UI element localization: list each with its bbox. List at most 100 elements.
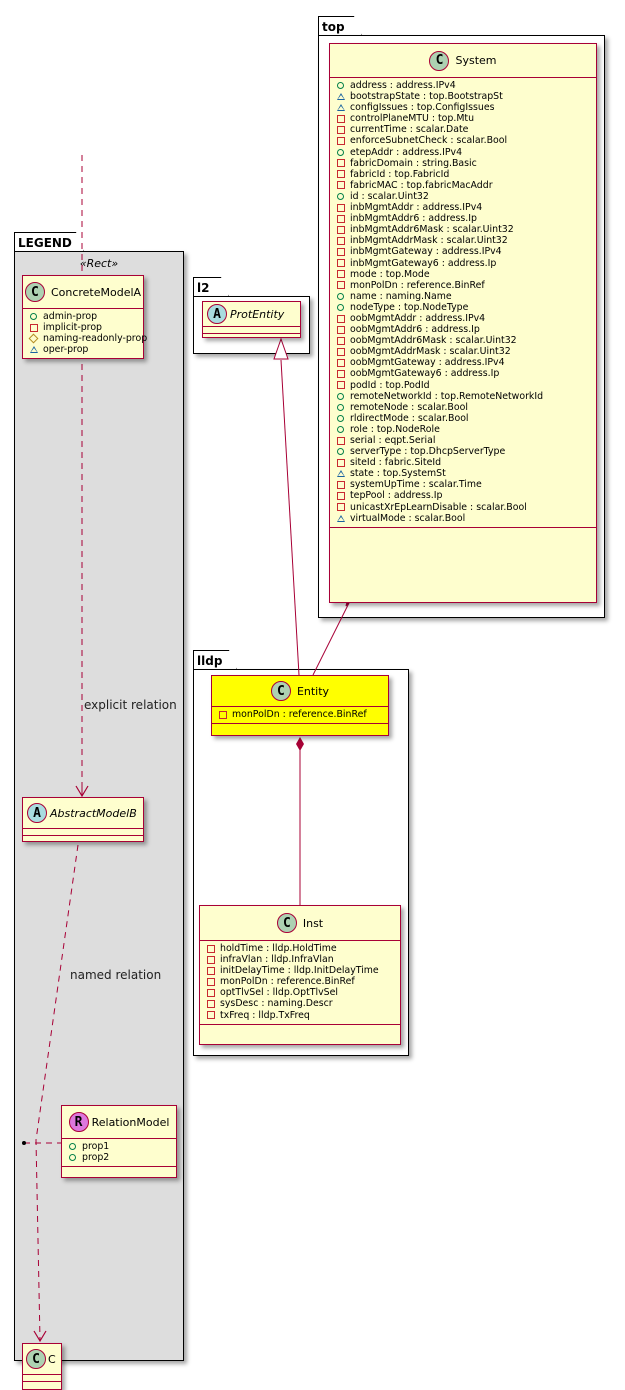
attribute-row: implicit-prop (29, 322, 143, 333)
attribute-row: address : address.IPv4 (336, 80, 596, 91)
public-visibility-icon (336, 392, 345, 401)
attribute-row: oobMgmtAddr6Mask : scalar.Uint32 (336, 335, 596, 346)
composition-diamond-entity (296, 737, 304, 751)
public-visibility-icon (336, 403, 345, 412)
package-visibility-icon (336, 469, 345, 478)
public-visibility-icon (336, 447, 345, 456)
explicit-relation-label: explicit relation (84, 698, 177, 712)
attribute-text: systemUpTime : scalar.Time (350, 479, 482, 491)
class-entity[interactable]: C Entity monPolDn : reference.BinRef (211, 675, 389, 736)
private-visibility-icon (336, 503, 345, 512)
private-visibility-icon (206, 1000, 215, 1009)
attribute-row: naming-readonly-prop (29, 333, 147, 344)
attribute-text: currentTime : scalar.Date (350, 124, 469, 136)
attribute-row: oobMgmtGateway : address.IPv4 (336, 357, 596, 368)
private-visibility-icon (336, 347, 345, 356)
attribute-text: remoteNode : scalar.Bool (350, 401, 468, 413)
public-visibility-icon (68, 1153, 77, 1162)
attribute-text: monPolDn : reference.BinRef (232, 709, 367, 720)
attribute-row: oobMgmtGateway6 : address.Ip (336, 368, 596, 379)
attributes-compartment (23, 1375, 61, 1382)
attribute-text: configIssues : top.ConfigIssues (350, 102, 495, 114)
named-relation-label: named relation (70, 968, 162, 982)
public-visibility-icon (336, 81, 345, 90)
attribute-row: nodeType : top.NodeType (336, 302, 596, 313)
legend-stereotype: «Rect» (79, 257, 119, 270)
attribute-text: monPolDn : reference.BinRef (350, 279, 485, 291)
attribute-row: prop1 (68, 1141, 176, 1152)
attribute-text: serverType : top.DhcpServerType (350, 446, 506, 458)
attribute-row: currentTime : scalar.Date (336, 124, 596, 135)
attribute-text: monPolDn : reference.BinRef (220, 976, 355, 988)
class-prot-entity[interactable]: A ProtEntity (202, 301, 301, 338)
class-c[interactable]: C C (22, 1343, 62, 1390)
private-visibility-icon (336, 247, 345, 256)
named-relation-edge (35, 844, 79, 1341)
attribute-text: oobMgmtGateway6 : address.Ip (350, 368, 500, 380)
attribute-row: serial : eqpt.Serial (336, 435, 596, 446)
class-header: R RelationModel (62, 1106, 176, 1139)
operations-compartment (212, 724, 388, 730)
private-visibility-icon (336, 458, 345, 467)
attribute-row: txFreq : lldp.TxFreq (206, 1010, 400, 1021)
attribute-text: rldirectMode : scalar.Bool (350, 412, 469, 424)
private-visibility-icon (206, 944, 215, 953)
attribute-row: state : top.SystemSt (336, 468, 596, 479)
class-abstract-model-b[interactable]: A AbstractModelB (22, 797, 144, 842)
attribute-row: inbMgmtAddr6Mask : scalar.Uint32 (336, 224, 596, 235)
class-icon: C (270, 681, 291, 701)
attribute-text: oobMgmtAddrMask : scalar.Uint32 (350, 346, 511, 358)
attribute-text: implicit-prop (43, 322, 103, 334)
abstract-class-icon: A (27, 803, 47, 823)
attribute-text: bootstrapState : top.BootstrapSt (350, 91, 503, 103)
class-name: ProtEntity (230, 307, 285, 321)
attribute-text: siteId : fabric.SiteId (350, 457, 442, 469)
attribute-row: optTlvSel : lldp.OptTlvSel (206, 987, 400, 998)
class-name: Entity (296, 684, 330, 698)
operations-compartment (330, 528, 596, 534)
attribute-row: controlPlaneMTU : top.Mtu (336, 113, 596, 124)
attribute-row: oobMgmtAddr : address.IPv4 (336, 313, 596, 324)
private-visibility-icon (336, 225, 345, 234)
attribute-row: oobMgmtAddrMask : scalar.Uint32 (336, 346, 596, 357)
attribute-text: controlPlaneMTU : top.Mtu (350, 113, 475, 125)
attribute-text: oobMgmtAddr6 : address.Ip (350, 324, 480, 336)
attribute-row: inbMgmtAddr : address.IPv4 (336, 202, 596, 213)
attribute-text: name : naming.Name (350, 290, 452, 302)
private-visibility-icon (336, 314, 345, 323)
class-name: RelationModel (91, 1115, 170, 1129)
attribute-text: txFreq : lldp.TxFreq (220, 1009, 310, 1021)
attribute-row: infraVlan : lldp.InfraVlan (206, 954, 400, 965)
attribute-text: sysDesc : naming.Descr (220, 998, 333, 1010)
public-visibility-icon (336, 414, 345, 423)
attribute-text: fabricId : top.FabricId (350, 168, 450, 180)
attribute-row: siteId : fabric.SiteId (336, 457, 596, 468)
public-visibility-icon (336, 425, 345, 434)
private-visibility-icon (336, 436, 345, 445)
attribute-row: virtualMode : scalar.Bool (336, 513, 596, 524)
private-visibility-icon (336, 492, 345, 501)
private-visibility-icon (336, 203, 345, 212)
private-visibility-icon (336, 137, 345, 146)
attribute-text: fabricMAC : top.fabricMacAddr (350, 179, 493, 191)
private-visibility-icon (206, 955, 215, 964)
attribute-text: inbMgmtAddr6 : address.Ip (350, 213, 477, 225)
attribute-text: prop1 (82, 1141, 110, 1152)
private-visibility-icon (336, 159, 345, 168)
operations-compartment (23, 836, 143, 842)
attribute-text: state : top.SystemSt (350, 468, 446, 480)
attribute-row: remoteNetworkId : top.RemoteNetworkId (336, 391, 596, 402)
private-visibility-icon (336, 214, 345, 223)
class-name: System (455, 54, 497, 67)
attribute-row: monPolDn : reference.BinRef (336, 280, 596, 291)
package-visibility-icon (336, 103, 345, 112)
class-icon: C (429, 50, 450, 71)
class-name: AbstractModelB (50, 806, 137, 820)
private-visibility-icon (336, 170, 345, 179)
